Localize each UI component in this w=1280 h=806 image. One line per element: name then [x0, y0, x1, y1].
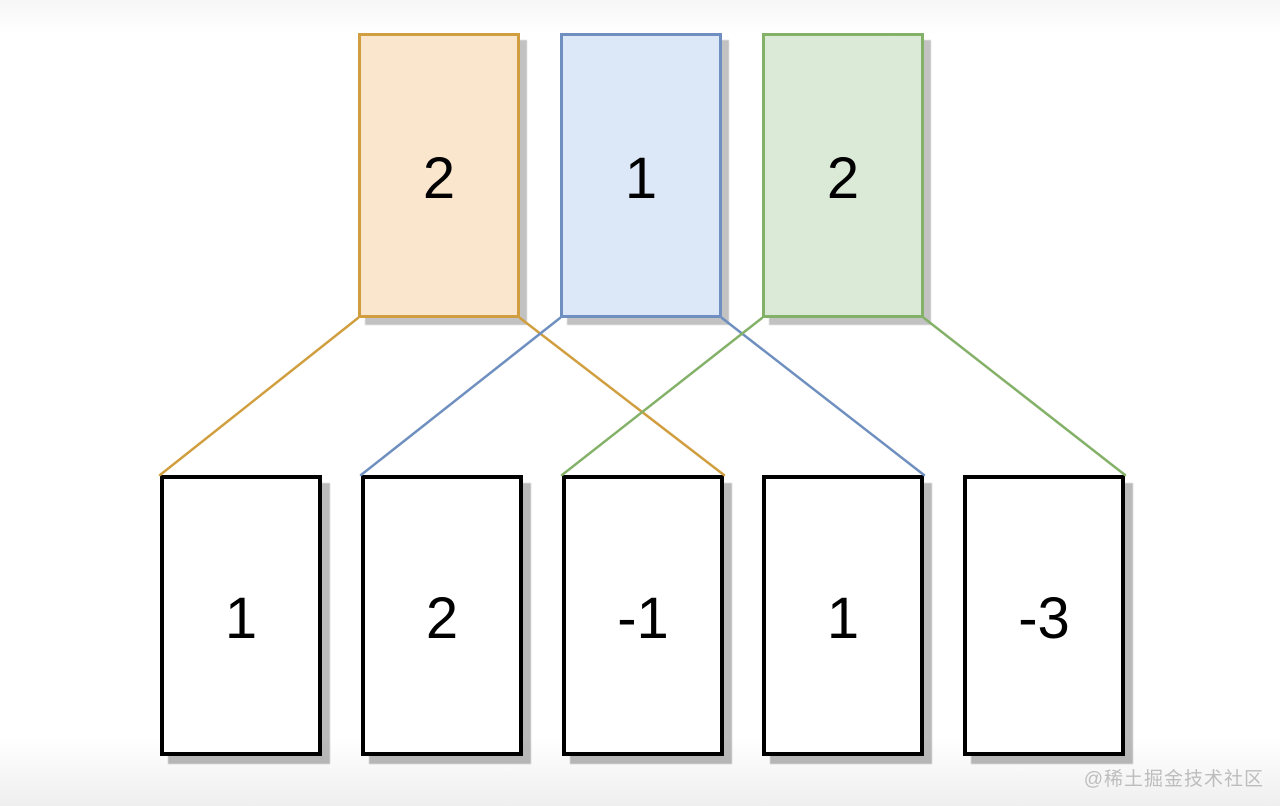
window-box-orange-value: 2	[422, 145, 456, 211]
array-box-2-value: -1	[617, 585, 669, 651]
array-box-3-value: 1	[826, 585, 860, 651]
window-box-green: 2	[762, 33, 924, 318]
array-box-0-value: 1	[224, 585, 258, 651]
connector-line-green	[560, 316, 764, 477]
watermark: @稀土掘金技术社区	[1083, 769, 1264, 790]
array-box-1-value: 2	[425, 585, 459, 651]
connector-line-blue	[720, 316, 926, 477]
window-box-blue-value: 1	[624, 145, 658, 211]
connector-line-green	[922, 316, 1127, 477]
array-box-4-value: -3	[1018, 585, 1070, 651]
connector-line-orange	[518, 316, 726, 477]
connector-line-blue	[359, 316, 562, 477]
window-box-blue: 1	[560, 33, 722, 318]
connector-line-orange	[158, 316, 360, 477]
window-box-orange: 2	[358, 33, 520, 318]
window-box-green-value: 2	[826, 145, 860, 211]
array-box-2: -1	[562, 475, 724, 756]
array-box-4: -3	[963, 475, 1125, 756]
array-box-0: 1	[160, 475, 322, 756]
array-box-1: 2	[361, 475, 523, 756]
array-box-3: 1	[762, 475, 924, 756]
